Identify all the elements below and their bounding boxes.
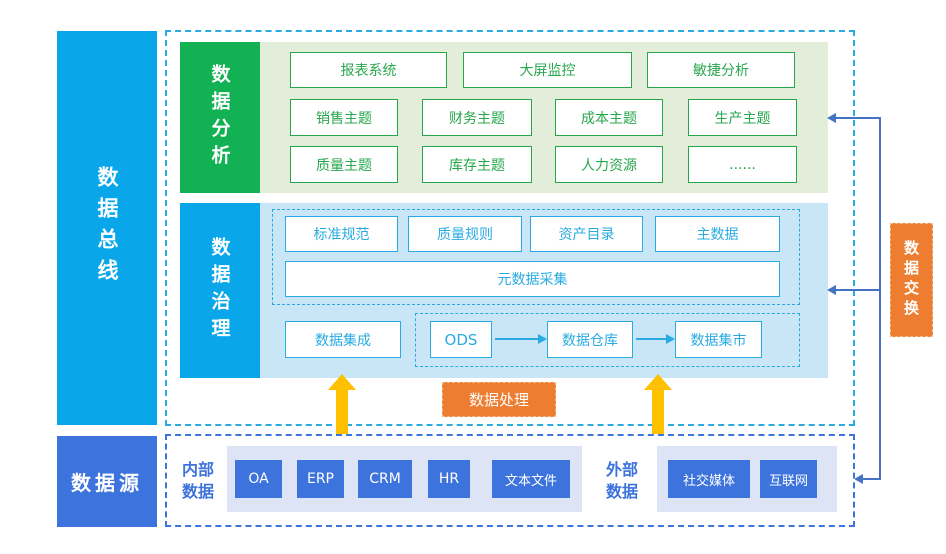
source-box-crm: CRM [358,460,412,498]
up-arrow-left-shaft [336,389,348,435]
internal-data-label: 内部数据 [181,460,214,501]
arrow-warehouse-to-mart [636,338,667,340]
up-arrow-right-icon [644,374,672,390]
arrow-ods-to-warehouse [495,338,539,340]
governance-box-metadata-collection: 元数据采集 [285,261,780,297]
analysis-section-label-box: 数据分析 [180,42,260,193]
data-exchange-label: 数据交换 [902,240,920,320]
analysis-box-production-topic: 生产主题 [688,99,797,136]
analysis-box-sales-topic: 销售主题 [290,99,398,136]
arrowhead-ods-to-warehouse-icon [538,334,547,344]
exchange-connector-bottom [863,478,881,480]
analysis-box-finance-topic: 财务主题 [422,99,532,136]
governance-box-asset-catalog: 资产目录 [530,216,643,252]
analysis-box-inventory-topic: 库存主题 [422,146,532,183]
data-bus-label: 数据总线 [95,166,119,290]
pipeline-box-ods: ODS [430,321,492,358]
source-box-erp: ERP [297,460,344,498]
external-data-label: 外部数据 [605,460,638,501]
governance-section-label: 数据治理 [208,236,231,345]
pipeline-box-data-mart: 数据集市 [675,321,762,358]
exchange-connector-middle [836,289,881,291]
exchange-connector-top [836,117,881,119]
analysis-box-cost-topic: 成本主题 [555,99,663,136]
source-box-text-files: 文本文件 [492,460,570,498]
source-box-hr: HR [428,460,470,498]
data-source-label: 数据源 [71,471,143,495]
governance-box-standards: 标准规范 [285,216,398,252]
data-source-bar: 数据源 [57,436,157,527]
arrowhead-to-governance-icon [827,285,836,295]
analysis-section-label: 数据分析 [208,63,231,172]
source-box-social-media: 社交媒体 [668,460,750,498]
exchange-connector-vline [879,117,881,480]
data-bus-bar: 数据总线 [57,31,157,425]
up-arrow-right-shaft [652,389,664,435]
governance-box-quality-rules: 质量规则 [408,216,522,252]
governance-section-label-box: 数据治理 [180,203,260,378]
arrowhead-warehouse-to-mart-icon [666,334,675,344]
arrowhead-to-analysis-icon [827,113,836,123]
analysis-box-screen-monitor: 大屏监控 [463,52,632,88]
source-box-oa: OA [235,460,282,498]
analysis-box-quality-topic: 质量主题 [290,146,398,183]
analysis-box-report-system: 报表系统 [290,52,447,88]
analysis-box-agile-analysis: 敏捷分析 [647,52,795,88]
arrowhead-to-sources-icon [854,474,863,484]
analysis-box-more: ...... [688,146,797,183]
source-box-internet: 互联网 [760,460,817,498]
governance-box-master-data: 主数据 [655,216,780,252]
pipeline-box-data-warehouse: 数据仓库 [547,321,633,358]
up-arrow-left-icon [328,374,356,390]
analysis-box-hr-topic: 人力资源 [555,146,663,183]
data-processing-box: 数据处理 [442,382,556,417]
governance-pipeline-group [415,313,800,367]
governance-standards-group [272,209,800,305]
data-exchange-box: 数据交换 [890,223,933,337]
governance-box-data-integration: 数据集成 [285,321,401,358]
